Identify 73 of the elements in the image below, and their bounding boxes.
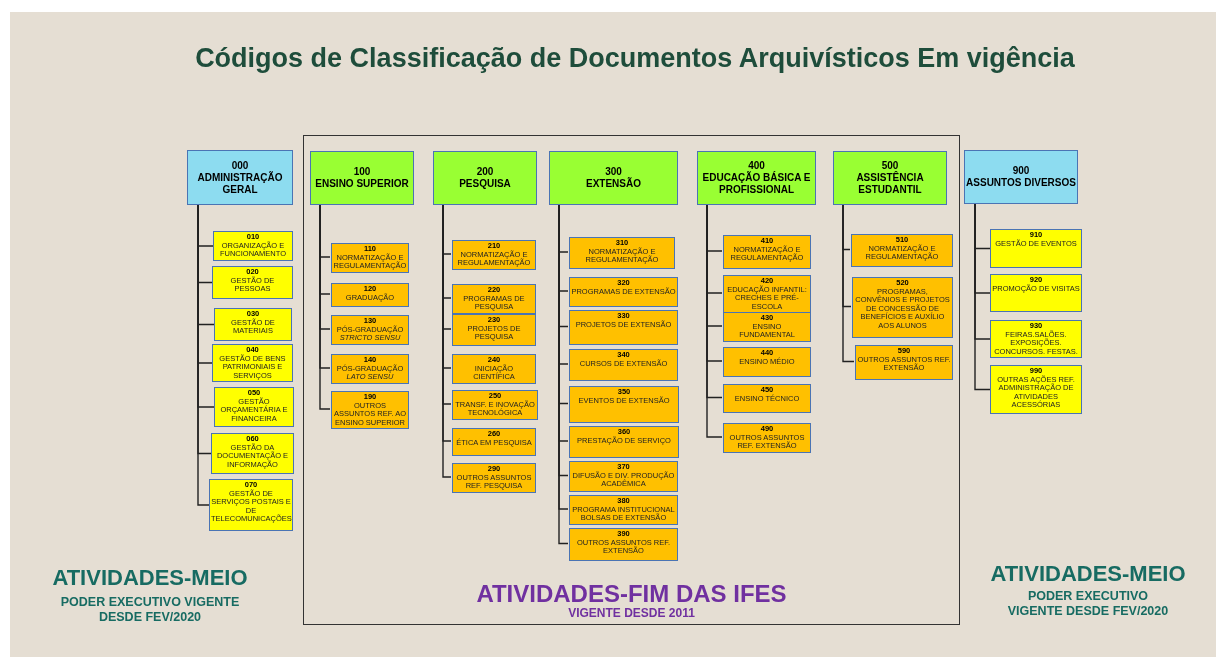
subclass-box xyxy=(214,308,292,341)
class-title: ASSISTÊNCIA ESTUDANTIL xyxy=(855,172,925,196)
subclass-box xyxy=(990,229,1082,268)
subclass-box xyxy=(452,240,536,270)
class-box xyxy=(187,150,293,205)
meio-note: PODER EXECUTIVO VIGENTE DESDE FEV/2020 xyxy=(1006,589,1170,619)
subclass-box xyxy=(452,463,536,493)
subclass-box xyxy=(723,347,811,377)
subclass-box xyxy=(569,349,678,381)
subclass-box xyxy=(452,314,536,346)
subclass-box xyxy=(723,423,811,453)
subclass-box xyxy=(723,312,811,342)
subclass-box xyxy=(723,235,811,269)
subclass-box xyxy=(331,354,409,384)
subclass-box xyxy=(723,275,811,314)
subclass-box xyxy=(331,283,409,307)
class-box xyxy=(964,150,1078,204)
subclass-box xyxy=(452,390,538,420)
subclass-box xyxy=(212,266,293,299)
subclass-box xyxy=(852,277,953,338)
subclass-box xyxy=(452,284,536,314)
class-title: EDUCAÇÃO BÁSICA E PROFISSIONAL xyxy=(701,172,812,196)
class-title: PESQUISA xyxy=(458,178,512,190)
class-box xyxy=(433,151,537,205)
subclass-box xyxy=(569,386,679,423)
frame-subtitle: VIGENTE DESDE 2011 xyxy=(567,606,696,620)
class-code: 100 xyxy=(352,166,372,178)
class-code: 400 xyxy=(747,160,766,171)
subclass-box xyxy=(851,234,953,267)
subclass-box xyxy=(212,344,293,383)
subclass-box xyxy=(990,365,1082,414)
subclass-box xyxy=(569,277,678,307)
subclass-box xyxy=(723,384,811,413)
subclass-box xyxy=(211,433,294,474)
subclass-box xyxy=(569,310,678,345)
class-code: 000 xyxy=(230,159,250,171)
meio-heading: ATIVIDADES-MEIO xyxy=(989,561,1187,587)
class-code: 300 xyxy=(604,166,623,177)
class-title: EXTENSÃO xyxy=(585,178,642,190)
class-box xyxy=(833,151,947,205)
class-title: ENSINO SUPERIOR xyxy=(314,178,410,190)
subclass-box xyxy=(452,428,536,456)
class-code: 500 xyxy=(880,160,900,171)
subclass-box xyxy=(569,495,678,525)
subclass-box xyxy=(331,243,409,273)
class-box xyxy=(549,151,678,205)
subclass-box xyxy=(452,354,536,384)
class-code: 200 xyxy=(475,166,495,178)
subclass-box xyxy=(990,320,1082,359)
subclass-box xyxy=(214,387,294,427)
subclass-box xyxy=(331,391,409,430)
connector-line xyxy=(842,203,855,363)
subclass-box xyxy=(569,461,678,492)
subclass-box xyxy=(213,231,293,261)
class-box xyxy=(310,151,414,205)
subclass-box xyxy=(209,479,293,531)
subclass-box xyxy=(331,315,409,345)
subclass-box xyxy=(569,237,675,269)
class-title: ADMINISTRAÇÃO GERAL xyxy=(196,171,284,196)
subclass-box xyxy=(990,274,1082,312)
class-code: 900 xyxy=(1011,165,1031,177)
connector-line xyxy=(197,204,210,506)
subclass-box xyxy=(855,345,953,380)
meio-note: PODER EXECUTIVO VIGENTE DESDE FEV/2020 xyxy=(59,595,241,625)
subclass-box xyxy=(569,528,678,561)
frame-title: ATIVIDADES-FIM DAS IFES xyxy=(475,580,788,608)
diagram-title: Códigos de Classificação de Documentos Arquivísticos Em vigência xyxy=(194,42,1076,74)
section-frame xyxy=(303,135,960,625)
subclass-box xyxy=(569,426,679,458)
connector-line xyxy=(974,203,991,391)
meio-heading: ATIVIDADES-MEIO xyxy=(51,565,249,591)
class-box xyxy=(697,151,816,205)
class-title: ASSUNTOS DIVERSOS xyxy=(965,177,1077,189)
